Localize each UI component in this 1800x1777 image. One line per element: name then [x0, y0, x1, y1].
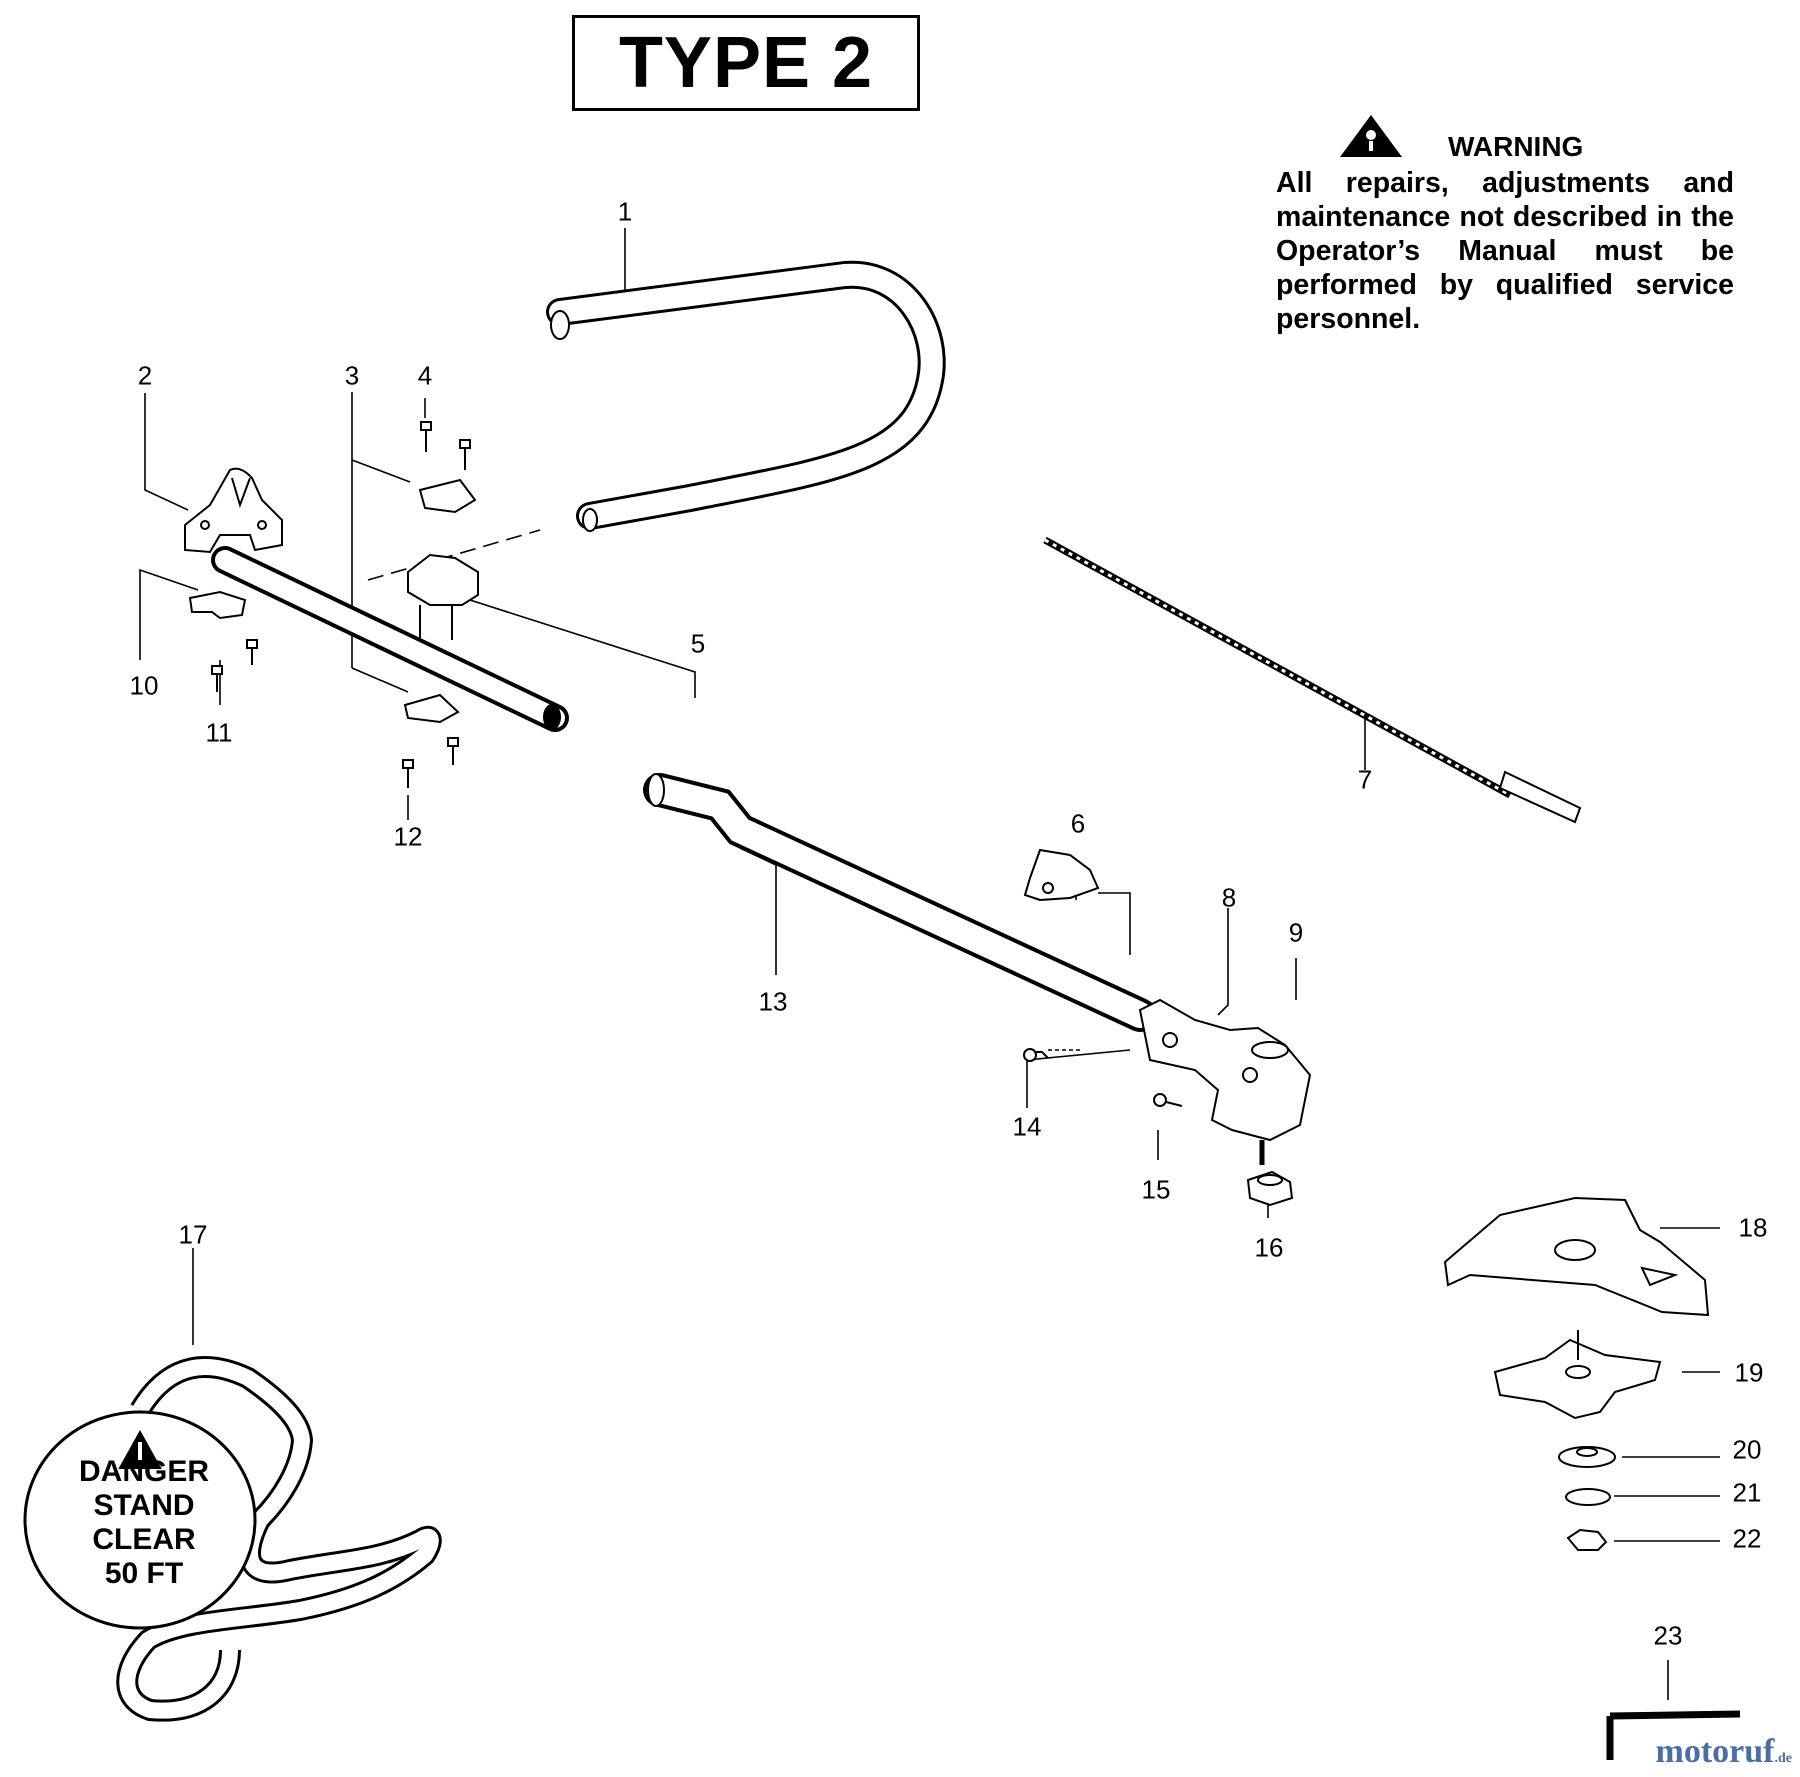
callout-13: 13 — [758, 986, 788, 1017]
callout-11: 11 — [205, 717, 233, 748]
callout-10: 10 — [129, 670, 159, 701]
part-cutting-blade — [1493, 1330, 1662, 1420]
part-tube-bracket — [1023, 848, 1100, 902]
callout-5: 5 — [690, 628, 706, 659]
page-title: TYPE 2 — [572, 15, 920, 111]
warning-heading: WARNING — [1448, 131, 1584, 162]
part-blade-shield — [1443, 1196, 1710, 1317]
part-gear-head — [1138, 998, 1312, 1165]
part-screws — [211, 421, 1183, 1107]
warning-panel: WARNING All repairs, adjustments and mai… — [1276, 108, 1734, 336]
part-nut — [1246, 1170, 1294, 1207]
callout-21: 21 — [1732, 1477, 1762, 1508]
part-center-clamp — [403, 478, 479, 724]
danger-line: STAND — [93, 1489, 195, 1522]
part-drive-shaft — [1043, 536, 1582, 824]
part-washers — [1558, 1446, 1616, 1551]
part-drive-tube — [643, 773, 1157, 1032]
watermark-tld: .de — [1774, 1751, 1793, 1766]
callout-6: 6 — [1070, 808, 1086, 839]
callout-19: 19 — [1734, 1357, 1764, 1388]
danger-line: DANGER — [78, 1455, 209, 1488]
leader-lines — [139, 228, 1720, 1700]
watermark: motoruf.de — [1656, 1733, 1792, 1771]
danger-line: CLEAR — [92, 1523, 196, 1556]
callout-17: 17 — [178, 1219, 208, 1250]
callout-15: 15 — [1141, 1174, 1171, 1205]
callout-4: 4 — [417, 360, 433, 391]
callout-18: 18 — [1738, 1212, 1768, 1243]
part-handle-clamp — [184, 467, 283, 620]
callout-22: 22 — [1732, 1523, 1762, 1554]
warning-text: All repairs, adjustments and maintenance… — [1276, 167, 1734, 335]
callout-7: 7 — [1357, 764, 1373, 795]
warning-triangle-icon — [1340, 115, 1402, 157]
danger-triangle-icon — [118, 1429, 162, 1469]
part-harness-strap — [23, 1356, 442, 1722]
callout-23: 23 — [1653, 1620, 1683, 1651]
danger-decal-text: DANGER STAND CLEAR 50 FT — [28, 1455, 260, 1591]
callout-14: 14 — [1012, 1111, 1042, 1142]
callout-9: 9 — [1288, 917, 1304, 948]
part-hex-wrench — [1606, 1710, 1741, 1760]
danger-line: 50 FT — [104, 1557, 184, 1590]
callout-1: 1 — [617, 196, 633, 227]
part-loop-handle — [546, 260, 946, 532]
watermark-brand: motoruf — [1655, 1733, 1775, 1770]
callout-16: 16 — [1254, 1232, 1284, 1263]
callout-3: 3 — [344, 360, 360, 391]
callout-8: 8 — [1221, 882, 1237, 913]
callout-20: 20 — [1732, 1434, 1762, 1465]
part-handle-tube — [211, 546, 569, 732]
callout-2: 2 — [137, 360, 153, 391]
callout-12: 12 — [393, 821, 423, 852]
